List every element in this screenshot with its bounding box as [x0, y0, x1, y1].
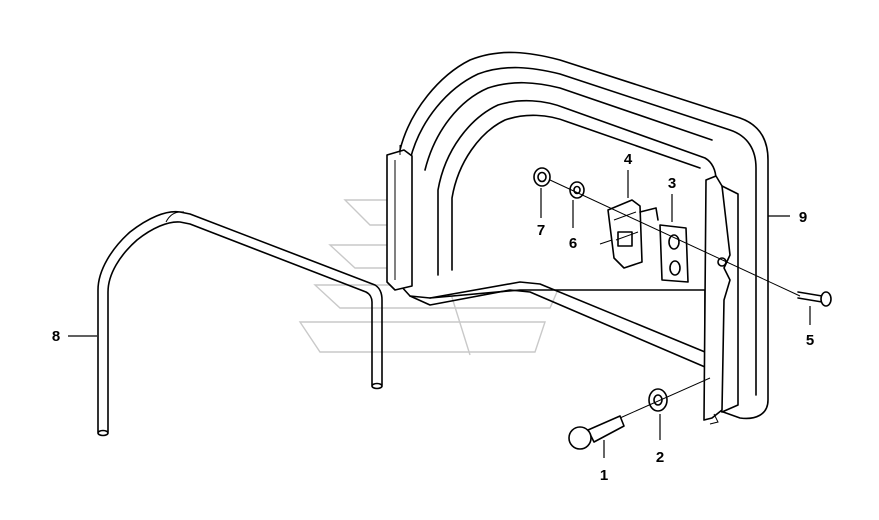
- assembly-axis-line: [549, 179, 801, 297]
- callout-5: 5: [806, 332, 814, 349]
- callout-labels: 1 2 3 4 5 6 7 8 9: [52, 151, 814, 484]
- part-5-bolt: [797, 291, 832, 307]
- part-9-cover-housing: [386, 51, 769, 425]
- callout-2: 2: [656, 449, 664, 466]
- callout-7: 7: [537, 222, 545, 239]
- part-3-mounting-plate: [659, 224, 689, 283]
- callout-6: 6: [569, 235, 577, 252]
- callout-9: 9: [799, 209, 807, 226]
- callout-8: 8: [52, 328, 60, 345]
- callout-1: 1: [600, 467, 608, 484]
- part-1-bolt: [568, 377, 711, 450]
- callout-4: 4: [624, 151, 633, 168]
- leader-lines: [68, 170, 811, 458]
- callout-3: 3: [668, 175, 676, 192]
- part-2-washer: [648, 388, 668, 412]
- part-4-latch-bracket: [599, 199, 659, 269]
- part-7-nut: [533, 167, 551, 187]
- part-8-u-rod: [97, 210, 383, 437]
